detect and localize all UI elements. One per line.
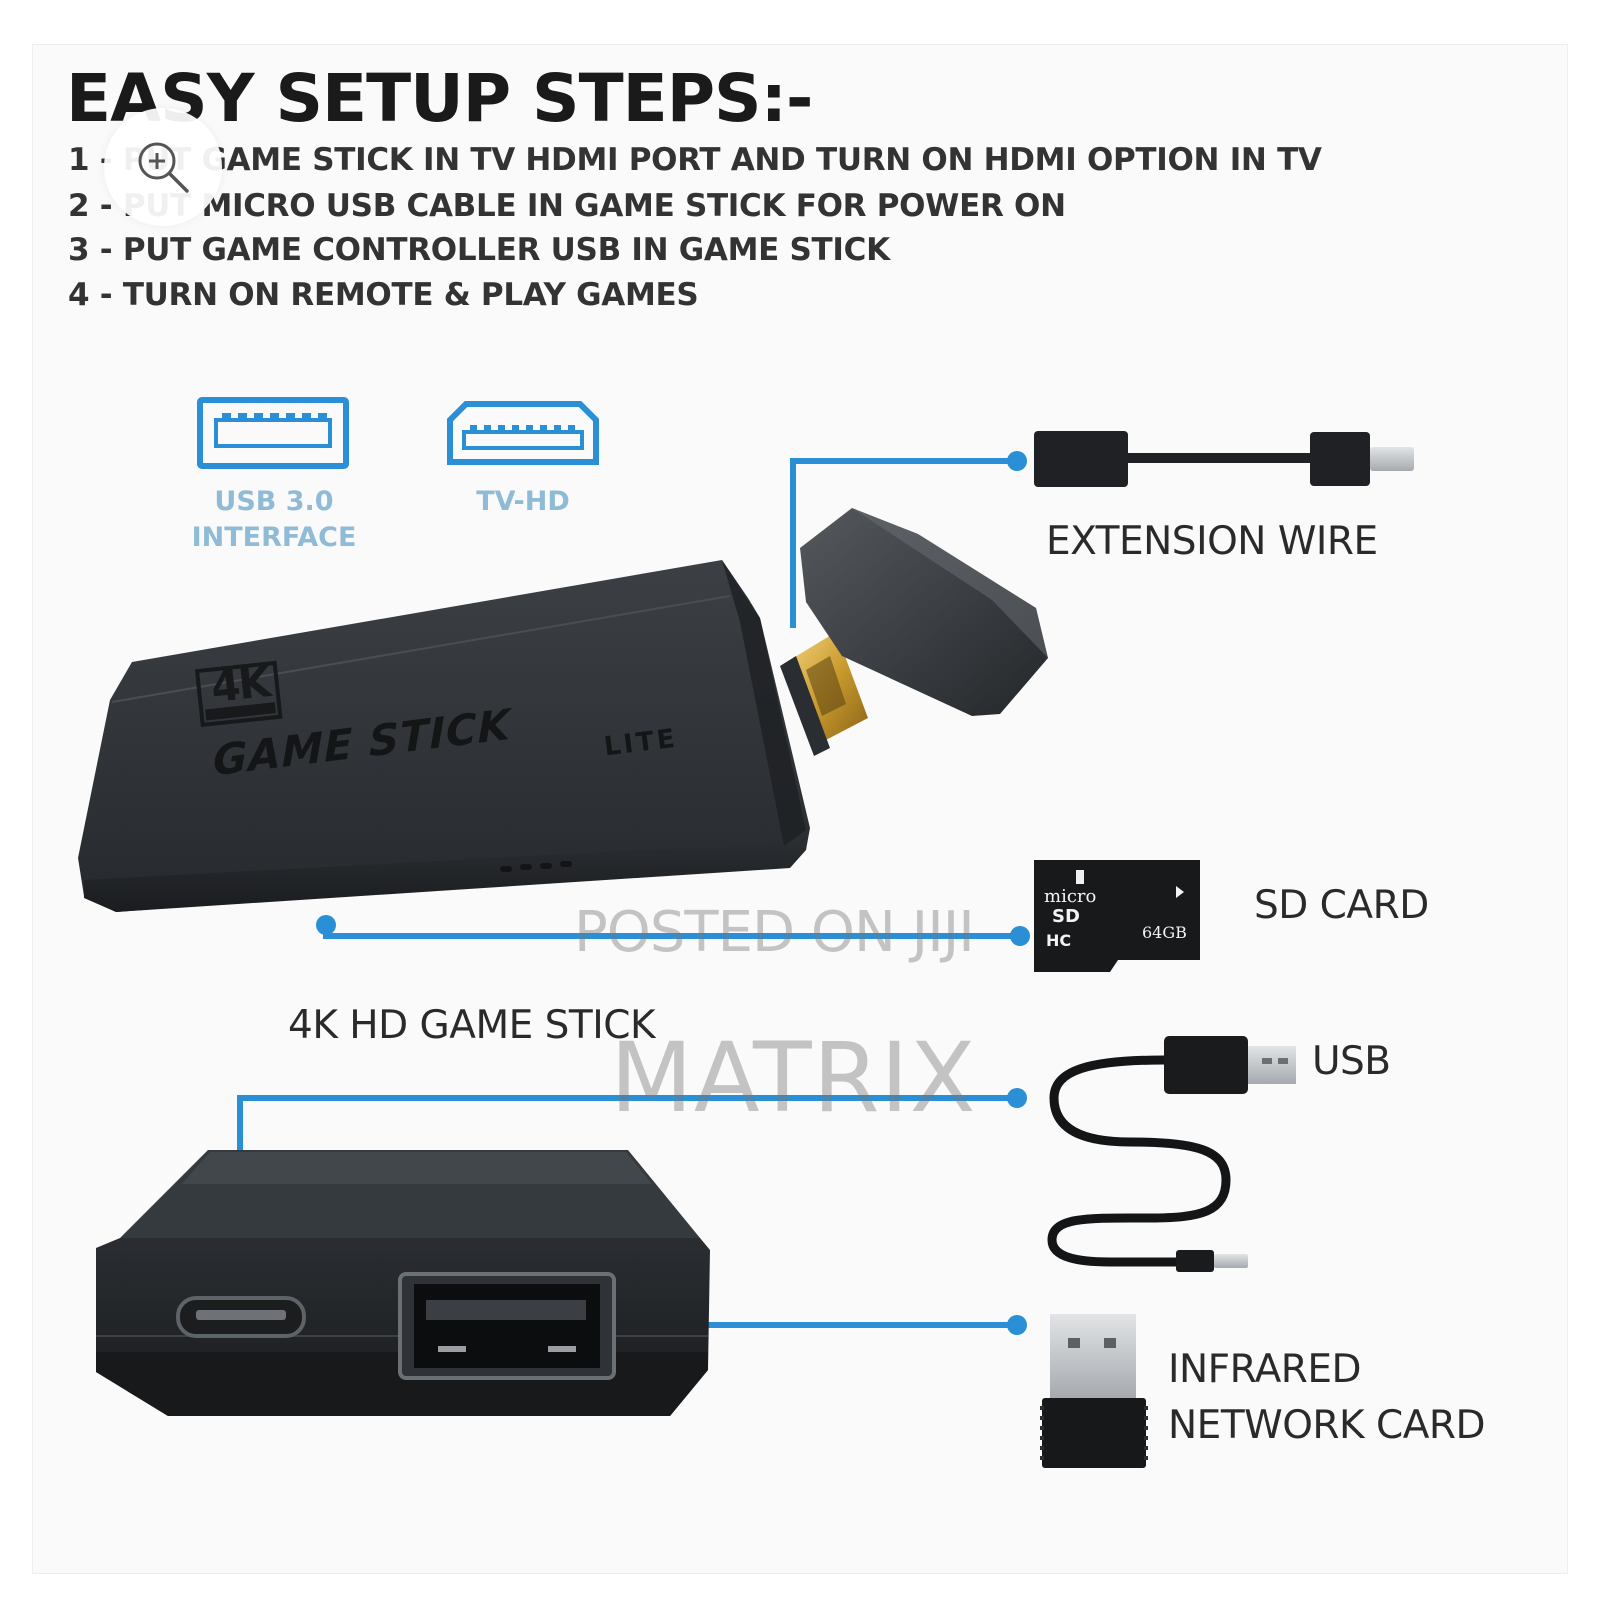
hdmi-plug — [780, 632, 868, 756]
usb-label: USB — [1312, 1039, 1391, 1084]
hdmi-cap — [800, 508, 1048, 716]
tv-hd-label: TV-HD — [476, 486, 570, 517]
extension-wire-label: EXTENSION WIRE — [1046, 519, 1378, 564]
extension-wire-image — [1034, 431, 1414, 487]
sd-card-sd-text: SD — [1052, 906, 1080, 927]
setup-step-3: 3 - PUT GAME CONTROLLER USB IN GAME STIC… — [68, 232, 890, 268]
watermark-seller: MATRIX — [610, 1022, 977, 1134]
device-badge-text: 4K — [208, 657, 272, 712]
infrared-network-card-label: INFRARED NETWORK CARD — [1168, 1347, 1486, 1448]
infrared-dongle-image — [1040, 1314, 1148, 1468]
usb-interface-label: USB 3.0 INTERFACE — [191, 486, 357, 553]
sd-card-image: micro SD HC 64GB — [1034, 860, 1200, 972]
watermark-posted-on: POSTED ON JIJI — [574, 900, 975, 965]
game-stick-device — [78, 508, 1048, 912]
hdmi-port-icon — [447, 401, 599, 465]
4k-badge — [194, 660, 283, 728]
sd-card-micro-text: micro — [1044, 886, 1096, 907]
setup-step-4: 4 - TURN ON REMOTE & PLAY GAMES — [68, 277, 699, 313]
setup-step-1: 1 - PUT GAME STICK IN TV HDMI PORT AND T… — [68, 142, 1322, 178]
game-stick-label: 4K HD GAME STICK — [288, 1003, 656, 1048]
usb-cable-image — [1047, 1036, 1296, 1272]
zoom-button[interactable] — [104, 108, 222, 226]
usb-port-icon — [197, 397, 349, 469]
sd-card-capacity-text: 64GB — [1142, 923, 1187, 942]
sd-card-hc-text: HC — [1046, 931, 1071, 950]
zoom-in-icon — [138, 142, 189, 193]
receiver-box-device — [96, 1150, 710, 1416]
micro-usb-port — [176, 1296, 306, 1338]
usb-a-port — [398, 1272, 616, 1380]
setup-step-2: 2 - PUT MICRO USB CABLE IN GAME STICK FO… — [68, 188, 1066, 224]
sd-card-label: SD CARD — [1254, 883, 1429, 928]
